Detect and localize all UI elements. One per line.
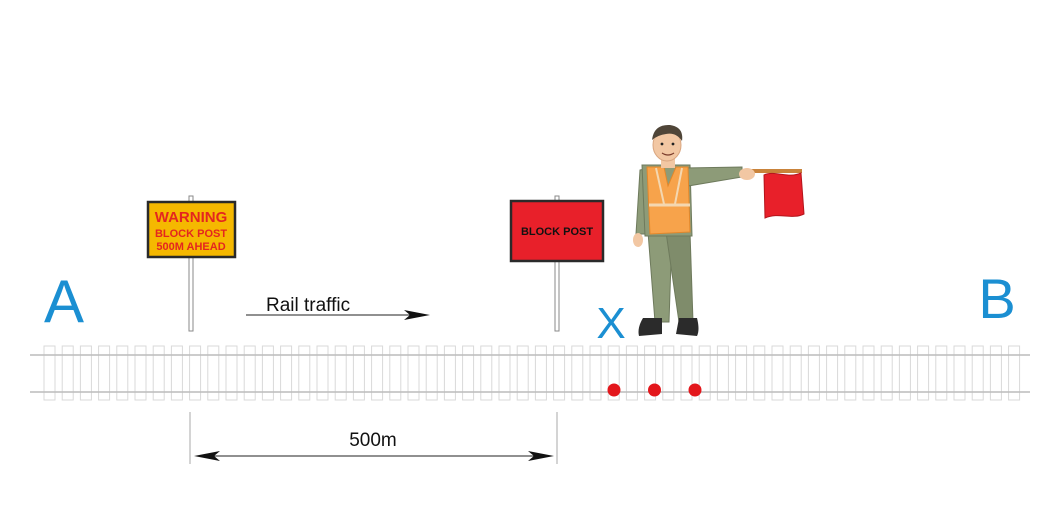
sleeper (571, 345, 584, 401)
sleeper (134, 345, 147, 401)
sleeper (862, 345, 875, 401)
block-post-sign-text: BLOCK POST (521, 226, 593, 238)
dimension-arrow-left (194, 451, 220, 461)
sleeper (498, 345, 511, 401)
distance-dimension: 500m (189, 412, 558, 464)
detonator-dot (648, 383, 661, 397)
sleeper (607, 345, 620, 401)
sleeper (735, 345, 748, 401)
sleeper (716, 345, 729, 401)
sleeper (480, 345, 493, 401)
dimension-arrow-right (528, 451, 554, 461)
distance-label: 500m (349, 430, 397, 451)
sleeper (152, 345, 165, 401)
sleeper (989, 345, 1002, 401)
red-flag-icon (763, 172, 805, 219)
sleeper (935, 345, 948, 401)
sleeper (953, 345, 966, 401)
sleeper (170, 345, 183, 401)
warning-sign-board (146, 200, 237, 259)
sleeper (534, 345, 547, 401)
sleeper (662, 345, 675, 401)
sleeper (298, 345, 311, 401)
sleeper (807, 345, 820, 401)
sleeper (43, 345, 56, 401)
sleeper (516, 345, 529, 401)
sleeper (443, 345, 456, 401)
warning-sign: WARNING BLOCK POST 500M AHEAD (146, 195, 237, 332)
rail-traffic-arrow (246, 310, 430, 320)
point-a-label: A (44, 268, 84, 335)
sleeper (698, 345, 711, 401)
sleeper (898, 345, 911, 401)
sleeper (116, 345, 129, 401)
sleeper (61, 345, 74, 401)
detonators (607, 383, 702, 397)
rail-traffic-label: Rail traffic (266, 295, 350, 316)
sleeper (880, 345, 893, 401)
warning-sign-title: WARNING (155, 209, 228, 226)
sleeper (243, 345, 256, 401)
warning-sign-line2: BLOCK POST (155, 228, 227, 240)
sleeper (644, 345, 657, 401)
sleeper (79, 345, 92, 401)
sleeper (753, 345, 766, 401)
sleeper (371, 345, 384, 401)
detonator-dot (607, 383, 621, 397)
warning-sign-line3: 500M AHEAD (156, 241, 225, 253)
flagman-icon (633, 124, 805, 336)
warning-sign-post (188, 195, 194, 332)
sleeper (280, 345, 293, 401)
flag-pole (738, 169, 802, 173)
sleeper (261, 345, 274, 401)
sleeper (1008, 345, 1021, 401)
sleeper (189, 345, 202, 401)
sleeper (553, 345, 566, 401)
block-post-sign-post (554, 195, 560, 332)
sleeper (389, 345, 402, 401)
sleeper (98, 345, 111, 401)
sleeper (207, 345, 220, 401)
block-post-sign: BLOCK POST (509, 195, 605, 332)
sleeper (789, 345, 802, 401)
sleeper (826, 345, 839, 401)
sleeper (334, 345, 347, 401)
sleeper (680, 345, 693, 401)
sleeper (352, 345, 365, 401)
track-sleepers (43, 345, 1021, 401)
sleeper (425, 345, 438, 401)
sleeper (844, 345, 857, 401)
sleeper (462, 345, 475, 401)
sleeper (225, 345, 238, 401)
sleeper (316, 345, 329, 401)
detonator-dot (688, 383, 702, 397)
block-post-sign-board (509, 199, 605, 263)
point-b-label: B (978, 267, 1015, 330)
sleeper (917, 345, 930, 401)
point-x-label: X (596, 299, 625, 348)
sleeper (771, 345, 784, 401)
sleeper (971, 345, 984, 401)
sleeper (407, 345, 420, 401)
sleeper (589, 345, 602, 401)
sleeper (625, 345, 638, 401)
